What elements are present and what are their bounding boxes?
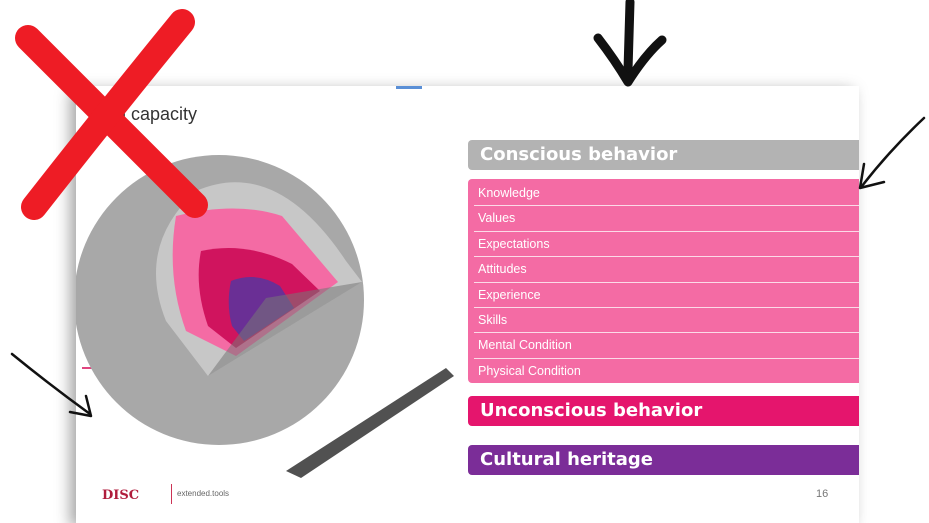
footer-site: extended.tools: [177, 489, 230, 498]
presentation-slide: an capacity Conscious behavior Knowledge…: [76, 86, 859, 523]
page-number: 16: [816, 488, 829, 500]
conscious-behavior-bar: Conscious behavior: [468, 140, 859, 170]
arrow-down-top: [593, 0, 667, 87]
footer-separator: [171, 484, 172, 504]
list-item-knowledge: Knowledge: [474, 181, 859, 207]
list-item-experience: Experience: [474, 283, 859, 308]
arrow-right: [858, 116, 926, 190]
layered-sphere-diagram: [76, 155, 454, 478]
conscious-behavior-list: Knowledge Values Expectations Attitudes …: [468, 179, 859, 383]
list-item-physical-condition: Physical Condition: [478, 363, 581, 378]
unconscious-behavior-bar: Unconscious behavior: [468, 396, 859, 426]
list-item-values: Values: [474, 206, 859, 232]
list-item-attitudes: Attitudes: [474, 257, 859, 283]
slide-top-accent: [396, 86, 422, 89]
list-item-mental-condition: Mental Condition: [474, 333, 859, 359]
wedge-dark-face: [208, 282, 362, 376]
list-item-expectations: Expectations: [474, 232, 859, 258]
sphere-shadow: [286, 368, 454, 478]
disc-logo: DISC: [102, 488, 140, 503]
list-item-skills: Skills: [474, 308, 859, 334]
cultural-heritage-bar: Cultural heritage: [468, 445, 859, 475]
